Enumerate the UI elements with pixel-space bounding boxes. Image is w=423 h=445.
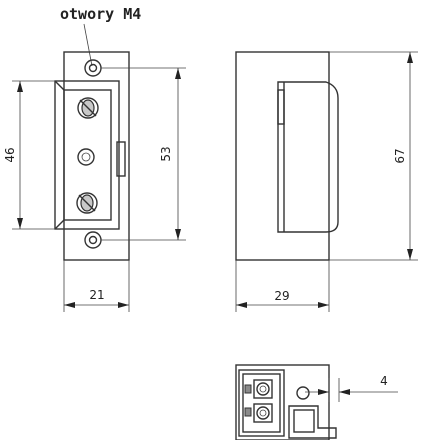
top-screw-slot	[79, 99, 97, 117]
side-outline	[235, 51, 330, 261]
dim-21-arrow-left	[64, 302, 75, 308]
bottom-screw	[76, 192, 98, 214]
dim-4-arrow-right	[339, 389, 350, 395]
terminal-block-inner	[242, 373, 281, 433]
dim-21-arrow-right	[118, 302, 129, 308]
latch-bracket-inner	[293, 409, 315, 433]
dim-46-arrow-bottom	[17, 218, 23, 229]
bottom-hole	[296, 386, 310, 400]
lock-side-tab	[116, 141, 126, 177]
dim-29-arrow-left	[236, 302, 247, 308]
latch-bracket	[288, 405, 337, 439]
bottom-view: 4	[235, 364, 398, 441]
dim-29-arrow-right	[318, 302, 329, 308]
lock-bevel-top	[54, 80, 65, 91]
side-housing-notch	[277, 89, 285, 125]
terminal-top-screw	[256, 382, 270, 396]
bottom-outline	[235, 364, 330, 441]
top-screw	[77, 97, 99, 119]
dim-4-arrow-left	[318, 389, 329, 395]
front-view: otwory M4 46	[3, 5, 186, 312]
dim-53-label: 53	[159, 146, 173, 161]
terminal-bottom	[253, 403, 273, 423]
terminal-clip-bottom	[244, 407, 252, 417]
dim-53-arrow-top	[175, 68, 181, 79]
terminal-top-screw-inner	[259, 385, 267, 393]
dim-53-arrow-bottom	[175, 229, 181, 240]
terminal-block	[238, 369, 285, 437]
upper-hole-inner	[88, 63, 98, 73]
middle-screw-inner	[81, 152, 91, 162]
upper-hole	[84, 59, 102, 77]
lower-hole-inner	[88, 235, 98, 245]
terminal-bottom-screw	[256, 406, 270, 420]
dim-46-label: 46	[3, 147, 17, 162]
dim-67-arrow-top	[407, 52, 413, 63]
terminal-bottom-screw-inner	[259, 409, 267, 417]
lock-body	[54, 80, 120, 230]
terminal-clip-top	[244, 384, 252, 394]
holes-label: otwory M4	[60, 5, 141, 23]
holes-leader-line	[83, 23, 93, 67]
dim-46-arrow-top	[17, 81, 23, 92]
bottom-screw-slot	[78, 194, 96, 212]
lower-hole	[84, 231, 102, 249]
terminal-top	[253, 379, 273, 399]
side-housing	[277, 81, 339, 233]
dim-4-label: 4	[380, 374, 388, 388]
lock-body-inner	[63, 89, 112, 221]
dim-67-arrow-bottom	[407, 249, 413, 260]
dim-67-label: 67	[393, 148, 407, 163]
dim-29-label: 29	[274, 289, 289, 303]
dim-21-label: 21	[89, 288, 104, 302]
side-view: 67 29	[235, 51, 418, 312]
lock-bevel-bottom	[54, 219, 65, 230]
middle-screw	[77, 148, 95, 166]
